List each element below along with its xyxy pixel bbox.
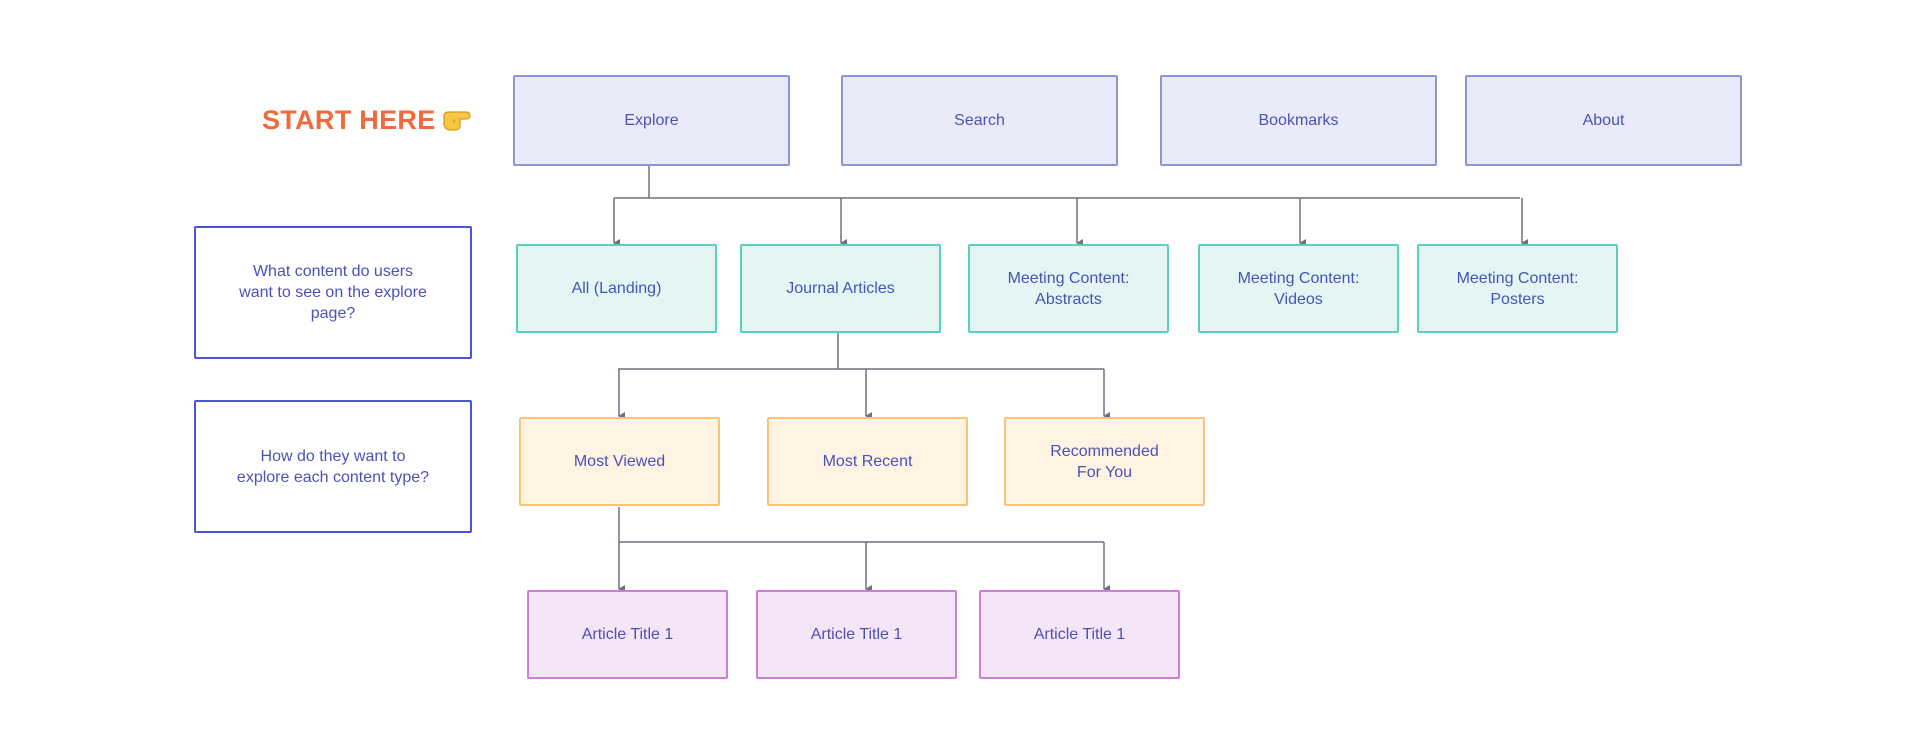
nav-explore-node[interactable]: Explore [513, 75, 790, 166]
article-node-3[interactable]: Article Title 1 [979, 590, 1180, 679]
question-explore-text: How do they want to explore each content… [236, 447, 430, 486]
nav-explore-label: Explore [624, 112, 679, 129]
article-node-1[interactable]: Article Title 1 [527, 590, 728, 679]
article-node-2[interactable]: Article Title 1 [756, 590, 957, 679]
question-explore-box: How do they want to explore each content… [194, 400, 472, 533]
question-content-text: What content do users want to see on the… [239, 263, 427, 322]
content-posters-node[interactable]: Meeting Content: Posters [1417, 244, 1618, 333]
article-title-1: Article Title 1 [581, 626, 674, 643]
explore-most-viewed-label: Most Viewed [573, 453, 666, 470]
article-title-3: Article Title 1 [1033, 626, 1126, 643]
hand-pointing-right-icon [443, 111, 471, 131]
content-all-node[interactable]: All (Landing) [516, 244, 717, 333]
explore-recommended-node[interactable]: Recommended For You [1004, 417, 1205, 506]
nav-about-node[interactable]: About [1465, 75, 1742, 166]
content-abstracts-node[interactable]: Meeting Content: Abstracts [968, 244, 1169, 333]
nav-about-label: About [1582, 112, 1625, 129]
nav-search-label: Search [954, 112, 1005, 129]
content-posters-label: Meeting Content: Posters [1456, 269, 1579, 308]
content-videos-label: Meeting Content: Videos [1237, 269, 1360, 308]
explore-recommended-label: Recommended For You [1050, 442, 1159, 481]
content-all-label: All (Landing) [571, 280, 662, 297]
content-journal-label: Journal Articles [786, 280, 895, 297]
explore-most-recent-node[interactable]: Most Recent [767, 417, 968, 506]
article-title-2: Article Title 1 [810, 626, 903, 643]
start-here-label: START HERE [262, 104, 436, 135]
content-videos-node[interactable]: Meeting Content: Videos [1198, 244, 1399, 333]
nav-bookmarks-label: Bookmarks [1258, 112, 1339, 129]
content-abstracts-label: Meeting Content: Abstracts [1007, 269, 1130, 308]
explore-most-recent-label: Most Recent [822, 453, 913, 470]
nav-bookmarks-node[interactable]: Bookmarks [1160, 75, 1437, 166]
question-content-box: What content do users want to see on the… [194, 226, 472, 359]
content-journal-node[interactable]: Journal Articles [740, 244, 941, 333]
explore-most-viewed-node[interactable]: Most Viewed [519, 417, 720, 506]
nav-search-node[interactable]: Search [841, 75, 1118, 166]
